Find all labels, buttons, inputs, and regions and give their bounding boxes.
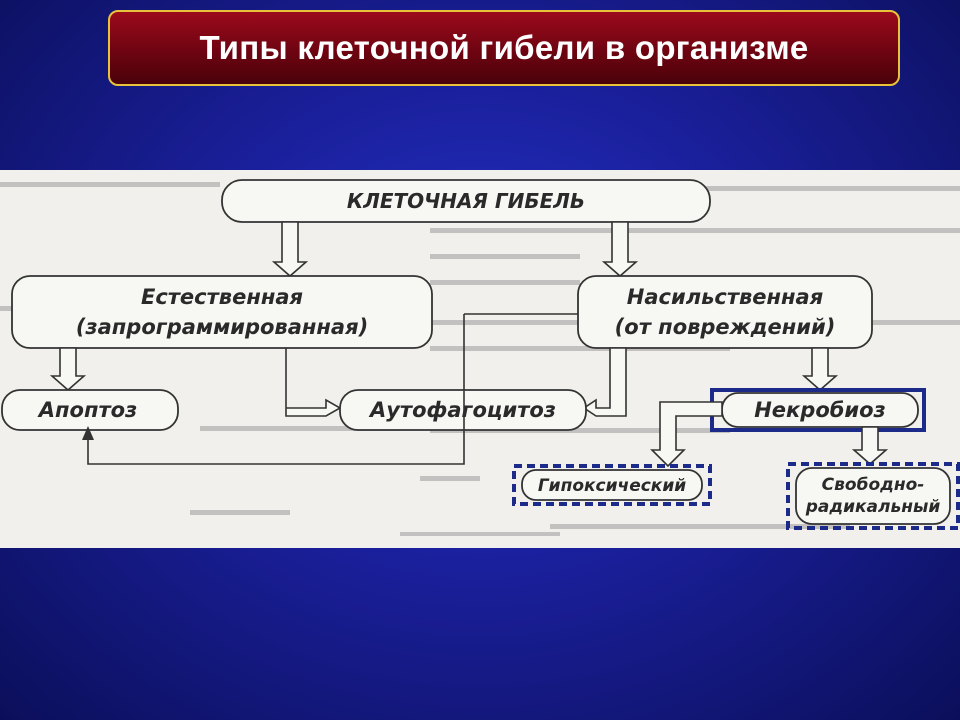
node-necrobiosis-label: Некробиоз — [754, 398, 886, 422]
node-natural — [11, 275, 433, 349]
free-radical-dashed-frame — [786, 462, 960, 530]
node-cell-death-label: КЛЕТОЧНАЯ ГИБЕЛЬ — [347, 189, 585, 213]
arrow-violent-to-necrobiosis — [801, 347, 839, 392]
node-cell-death — [221, 179, 711, 223]
slide-title: Типы клеточной гибели в организме — [199, 29, 809, 66]
arrow-root-to-violent — [601, 221, 639, 278]
arrow-necrobiosis-to-hypoxic — [650, 401, 723, 468]
node-autophagocytosis — [339, 389, 587, 431]
slide-title-box: Типы клеточной гибели в организме — [108, 10, 900, 86]
arrow-root-to-natural — [271, 221, 309, 278]
node-natural-line1: Естественная — [141, 285, 303, 309]
node-apoptosis-label: Апоптоз — [37, 398, 138, 422]
node-natural-line2: (запрограммированная) — [76, 315, 368, 339]
line-autophagocytosis-to-apoptosis — [87, 314, 465, 465]
node-violent-line2: (от повреждений) — [615, 315, 836, 339]
arrow-natural-to-apoptosis — [49, 347, 87, 392]
hypoxic-dashed-frame — [512, 464, 712, 506]
arrowhead-apoptosis — [82, 426, 94, 440]
node-free-radical-line2: радикальный — [805, 497, 941, 517]
node-free-radical — [795, 467, 951, 525]
arrow-violent-to-autophagocytosis — [582, 347, 627, 417]
node-violent — [577, 275, 873, 349]
node-apoptosis — [1, 389, 179, 431]
node-violent-line1: Насильственная — [627, 285, 823, 309]
arrow-natural-to-autophagocytosis — [285, 348, 342, 417]
node-hypoxic-label: Гипоксический — [538, 476, 686, 496]
node-free-radical-line1: Свободно- — [822, 475, 925, 495]
node-autophagocytosis-label: Аутофагоцитоз — [368, 398, 556, 422]
diagram-panel: КЛЕТОЧНАЯ ГИБЕЛЬ Естественная (запрограм… — [0, 170, 960, 548]
arrow-necrobiosis-to-free-radical — [851, 426, 889, 466]
cell-death-diagram: КЛЕТОЧНАЯ ГИБЕЛЬ Естественная (запрограм… — [0, 179, 960, 536]
node-hypoxic — [521, 469, 703, 501]
